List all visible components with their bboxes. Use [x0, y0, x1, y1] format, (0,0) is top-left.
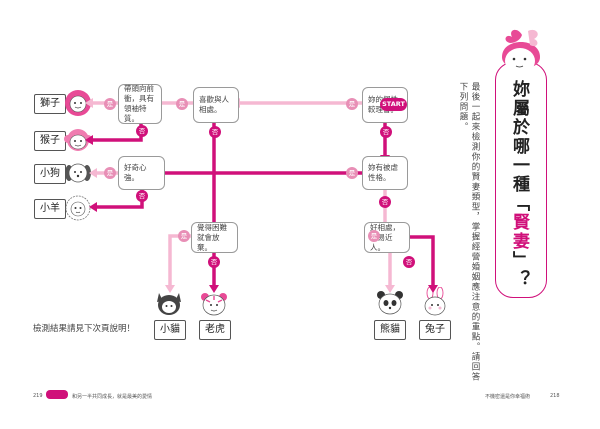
rabbit-icon: [424, 287, 446, 316]
yes-tag: 是: [346, 167, 358, 179]
question-easygoing: 好相處，平易近人。: [364, 222, 410, 253]
title-panel: [495, 62, 547, 298]
footer-logo: [46, 390, 68, 399]
no-tag: 否: [136, 125, 148, 137]
title-line1: 妳屬於哪一種: [509, 80, 529, 194]
yes-tag: 是: [104, 98, 116, 110]
no-tag: 否: [380, 126, 392, 138]
result-note: 檢測結果請見下次頁說明！: [33, 324, 136, 334]
result-cat-label: 小貓: [154, 320, 186, 340]
question-likes-people-text: 喜歡與人相處。: [199, 95, 229, 114]
yes-tag: 是: [104, 167, 116, 179]
result-tiger-label: 老虎: [199, 320, 231, 340]
footer-right-page: 218: [550, 393, 560, 399]
no-tag: 否: [379, 196, 391, 208]
tiger-icon: [201, 293, 227, 316]
no-tag: 否: [208, 256, 220, 268]
cat-icon: [157, 293, 181, 315]
sheep-icon: [65, 195, 91, 221]
yes-tag: 是: [176, 98, 188, 110]
title-question-mark: ？: [509, 270, 529, 289]
title-highlight: 賢妻: [509, 213, 529, 251]
result-lion-label: 獅子: [34, 94, 66, 114]
mascot-icon: [502, 29, 540, 74]
yes-tag: 是: [368, 230, 380, 242]
question-easygoing-text: 好相處，平易近人。: [370, 222, 400, 252]
no-tag: 否: [403, 256, 415, 268]
monkey-icon: [64, 129, 92, 151]
intro-text: 最後一起來檢測你的賢妻類型，掌握經營婚姻應注意的重點。請回答下列問題。: [458, 82, 480, 382]
footer-right-title: 不機密還是你幸福術: [485, 394, 531, 400]
question-persecuted: 妳有被虐性格。: [362, 156, 408, 190]
panda-icon: [377, 291, 403, 315]
no-tag: 否: [136, 190, 148, 202]
result-panda-label: 熊貓: [374, 320, 406, 340]
title-quote-close: 」: [509, 251, 529, 270]
dog-icon: [65, 163, 91, 183]
yes-tag: 是: [346, 98, 358, 110]
footer-left-page: 219: [33, 393, 43, 399]
question-likes-people: 喜歡與人相處。: [193, 87, 239, 123]
question-curious: 好奇心強。: [118, 156, 165, 190]
question-persecuted-text: 妳有被虐性格。: [368, 163, 398, 182]
title-main: 妳屬於哪一種「賢妻」？: [505, 80, 533, 292]
question-trouble-text: 覺得困難就會放棄。: [197, 222, 227, 252]
footer-left-title: 和另一半共同成長，就是最美的愛情: [72, 394, 153, 400]
title-quote-open: 「: [509, 194, 529, 213]
question-lead: 帶頭向前衝，具有領袖特質。: [118, 84, 162, 124]
yes-tag: 是: [178, 230, 190, 242]
result-rabbit-label: 兔子: [419, 320, 451, 340]
result-sheep-label: 小羊: [34, 199, 66, 219]
start-badge: START: [380, 98, 407, 111]
lion-icon: [65, 90, 91, 116]
question-lead-text: 帶頭向前衝，具有領袖特質。: [124, 84, 154, 123]
no-tag: 否: [209, 126, 221, 138]
question-trouble: 覺得困難就會放棄。: [191, 222, 238, 253]
question-curious-text: 好奇心強。: [124, 163, 147, 182]
